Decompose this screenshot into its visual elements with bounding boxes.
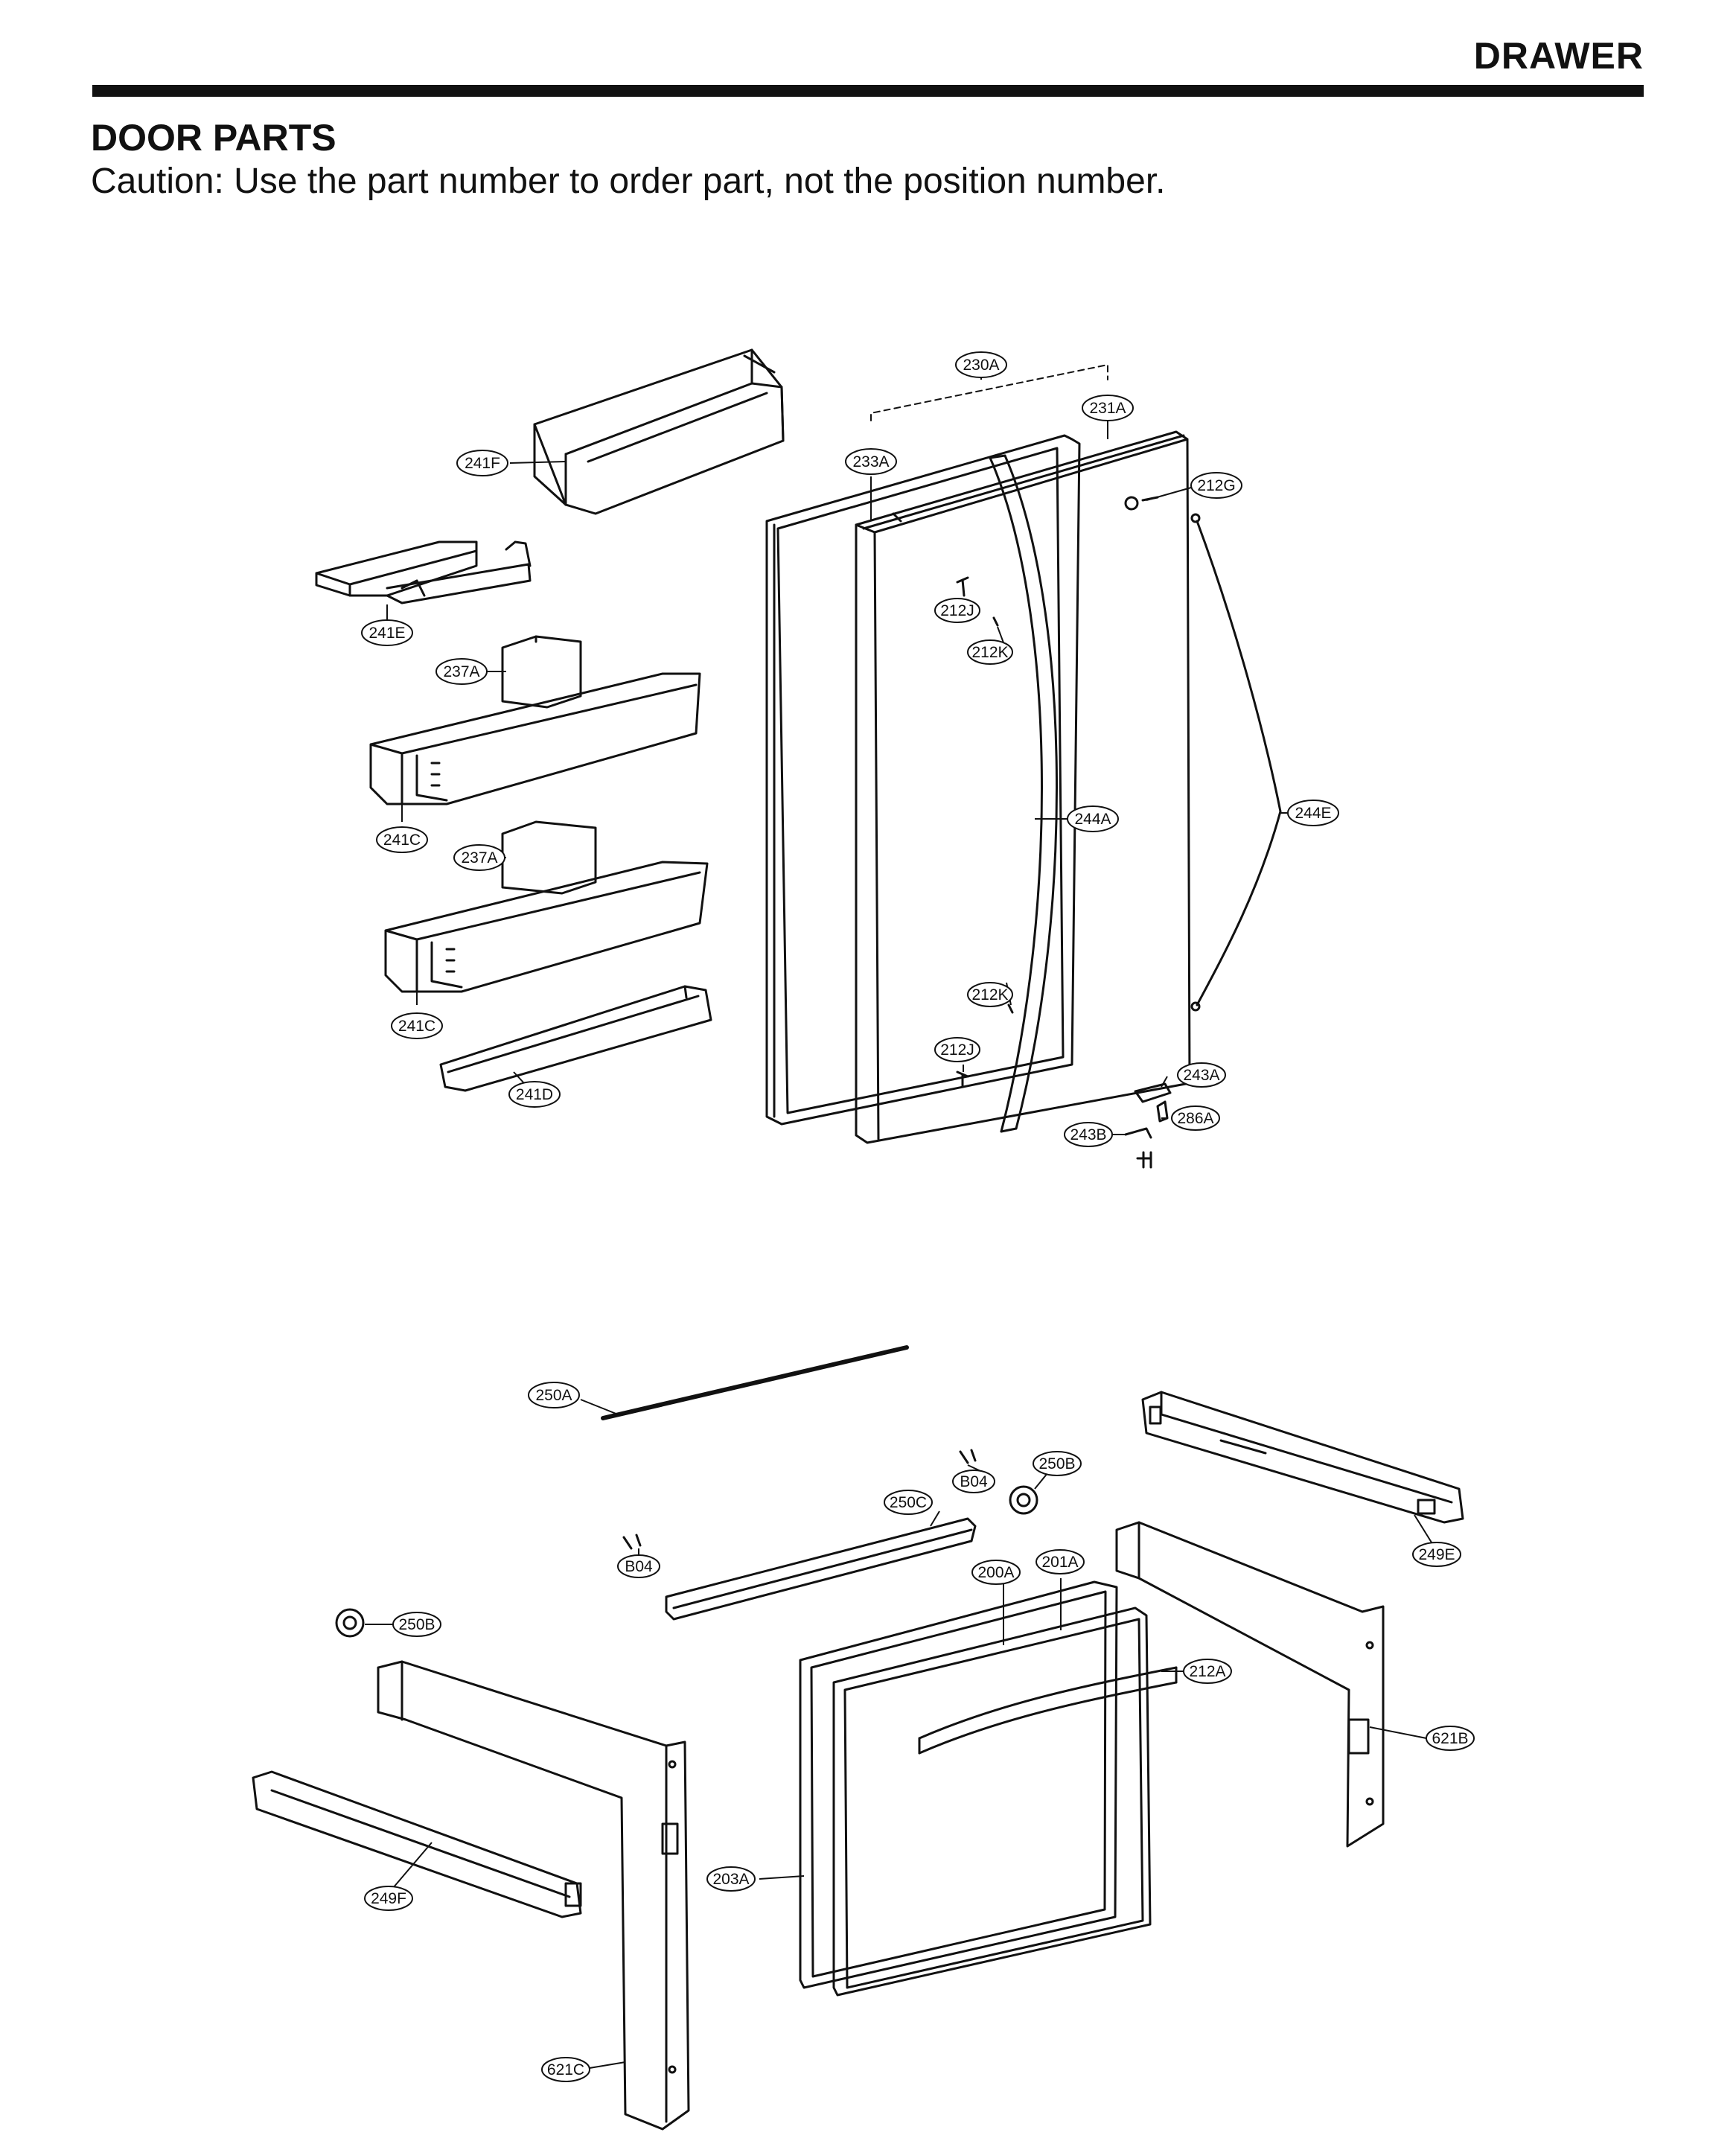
callouts: 230A 231A 233A 212G 212J 212K 244A 244E … (361, 351, 1475, 2082)
callout-212J-top: 212J (940, 602, 974, 619)
section-label: DRAWER (1473, 35, 1644, 77)
callout-244E: 244E (1295, 805, 1331, 822)
egg-tray-drawing (315, 540, 532, 604)
callout-212G: 212G (1197, 477, 1235, 494)
callout-250C: 250C (890, 1494, 927, 1511)
callout-237A-lower: 237A (461, 849, 497, 867)
callout-249E: 249E (1418, 1546, 1455, 1563)
drawer-drawing (252, 1345, 1464, 2131)
callout-203A: 203A (712, 1871, 749, 1888)
callout-241C-upper: 241C (383, 832, 421, 849)
callout-201A: 201A (1041, 1554, 1078, 1571)
callout-212K-bottom: 212K (971, 986, 1008, 1004)
callout-243B: 243B (1070, 1126, 1106, 1143)
callout-237A-upper: 237A (443, 663, 479, 680)
header-rule (92, 85, 1644, 97)
callout-B04-left: B04 (625, 1558, 653, 1575)
callout-286A: 286A (1177, 1110, 1213, 1127)
callout-241C-lower: 241C (398, 1018, 435, 1035)
callout-233A: 233A (852, 453, 889, 470)
door-bins-drawing (369, 635, 712, 1092)
callout-621B: 621B (1432, 1730, 1468, 1747)
caution-text: Caution: Use the part number to order pa… (91, 162, 1166, 201)
callout-200A: 200A (977, 1564, 1014, 1581)
callout-249F: 249F (371, 1890, 406, 1907)
page-title: DOOR PARTS (91, 117, 336, 159)
callout-230A: 230A (963, 357, 999, 374)
callout-244A: 244A (1074, 811, 1111, 828)
callout-250A: 250A (535, 1387, 572, 1404)
callout-243A: 243A (1183, 1067, 1219, 1084)
callout-212K-top: 212K (971, 644, 1008, 661)
callout-241F: 241F (465, 455, 500, 472)
callout-212J-bottom: 212J (940, 1041, 974, 1059)
callout-B04-right: B04 (960, 1473, 988, 1490)
callout-250B-left: 250B (398, 1616, 435, 1633)
callout-250B-right: 250B (1038, 1455, 1075, 1472)
callout-212A: 212A (1189, 1663, 1225, 1680)
callout-231A: 231A (1089, 400, 1126, 417)
fridge-door-drawing (765, 364, 1282, 1169)
callout-621C: 621C (547, 2061, 584, 2078)
callout-241D: 241D (516, 1086, 553, 1103)
dairy-bin-drawing (533, 348, 785, 515)
callout-241E: 241E (368, 625, 405, 642)
